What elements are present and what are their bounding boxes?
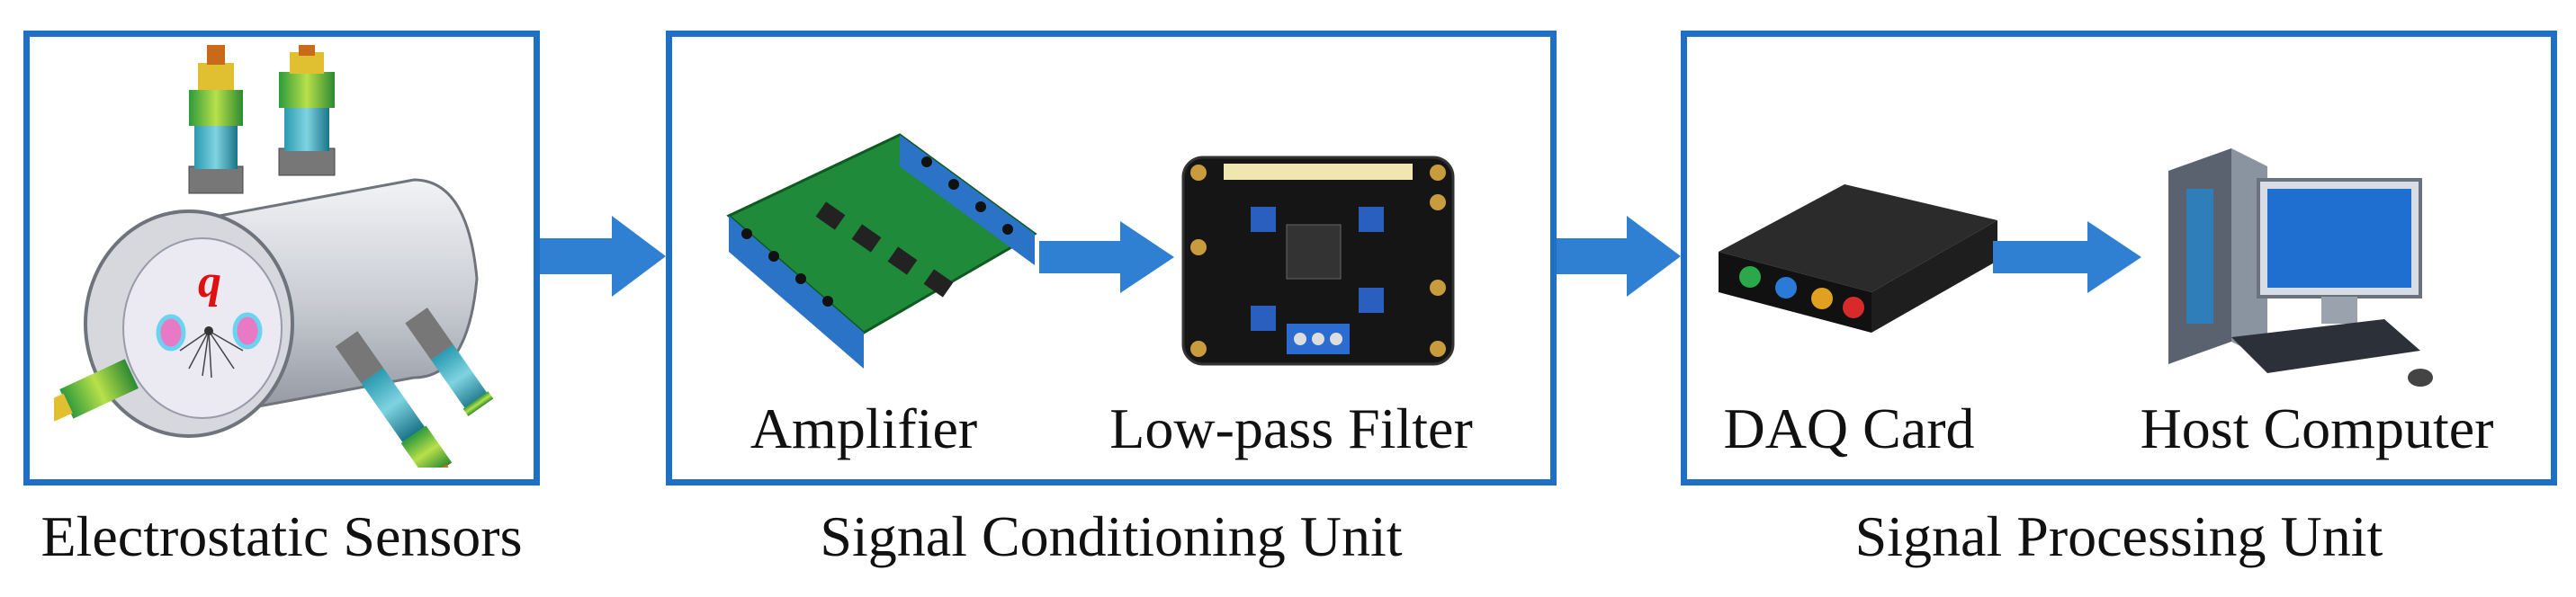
low-pass-filter-image <box>1181 156 1455 366</box>
arrow-daq-to-computer <box>1993 221 2141 293</box>
processing-caption: Signal Processing Unit <box>1854 504 2383 568</box>
low-pass-filter-label: Low-pass Filter <box>1109 397 1473 460</box>
arrow-conditioning-to-processing <box>1557 216 1681 297</box>
charge-label: q <box>198 256 221 307</box>
host-computer-image <box>2168 148 2433 387</box>
daq-card-image <box>1719 184 1997 333</box>
conditioning-caption: Signal Conditioning Unit <box>820 504 1403 568</box>
daq-card-label: DAQ Card <box>1723 397 1975 460</box>
sensors-caption: Electrostatic Sensors <box>40 504 523 568</box>
amplifier-image <box>726 133 1037 369</box>
arrow-sensors-to-conditioning <box>540 216 666 297</box>
electrostatic-sensor-image: q <box>54 45 494 468</box>
amplifier-label: Amplifier <box>749 397 978 460</box>
arrow-amplifier-to-filter <box>1039 221 1174 293</box>
host-computer-label: Host Computer <box>2140 397 2494 460</box>
